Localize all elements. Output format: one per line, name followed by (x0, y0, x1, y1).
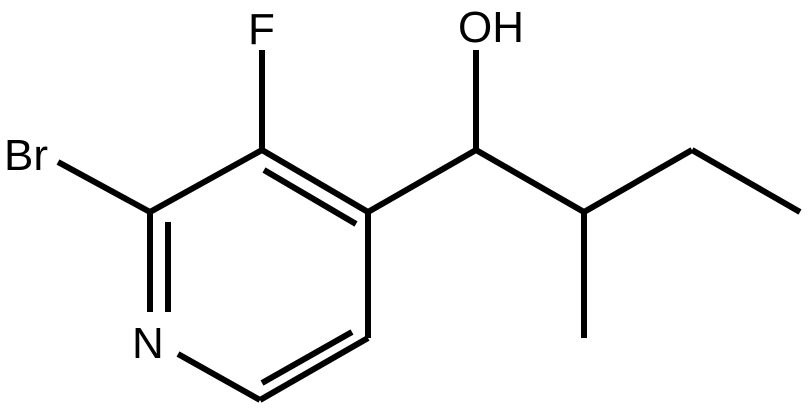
bond-c3-c4-inner (262, 167, 358, 227)
bond-c4-carbinol (366, 147, 478, 215)
bond-c2-c3 (148, 147, 264, 215)
bond-c6-n1 (176, 351, 262, 403)
bond-ch2-ch3 (690, 147, 802, 215)
side-chain (366, 50, 802, 338)
bond-ch-ch2 (582, 147, 694, 215)
fluorine-label: F (248, 5, 275, 54)
bond-carbinol-ch (474, 147, 586, 215)
pyridine-ring (147, 147, 371, 403)
bond-c5-c6-inner (260, 329, 354, 386)
hydroxyl-label: OH (458, 3, 524, 52)
bromine-label: Br (4, 131, 48, 180)
bond-c2-br (56, 159, 152, 215)
nitrogen-label: N (132, 319, 164, 368)
bond-c3-c4 (260, 147, 370, 215)
bond-c5-c6 (258, 335, 370, 403)
